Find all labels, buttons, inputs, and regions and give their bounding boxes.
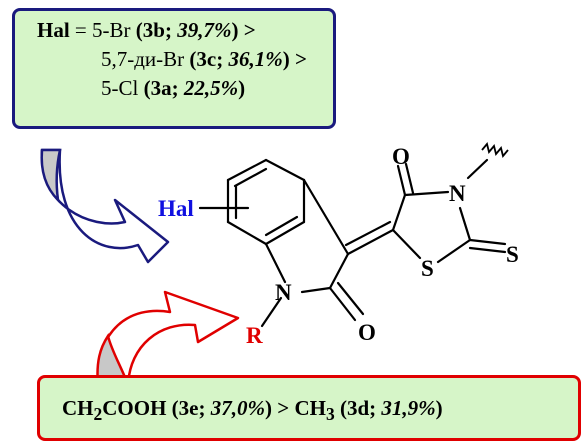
halogen-yield-box: Hal = 5-Br (3b; 39,7%) > 5,7-ди-Br (3c; … (12, 8, 336, 129)
hal-sub-3: 5-Cl (101, 76, 139, 100)
r-sub-1: CH2COOH (62, 396, 167, 425)
hal-row-3: 5-Cl (3a; 22,5%) (101, 76, 246, 100)
r-gt: > (272, 396, 295, 420)
r-yield-1: 37,0% (210, 396, 265, 420)
hal-row-1: Hal = 5-Br (3b; 39,7%) > (37, 18, 256, 42)
r-code-1: 3e (178, 396, 199, 420)
r-substituent-yield-box: CH2COOH (3e; 37,0%) > CH3 (3d; 31,9%) (37, 375, 581, 441)
hal-yield-1: 39,7% (177, 18, 232, 42)
hal-arrow-gray-tail (40, 148, 62, 204)
hal-yield-3: 22,5% (183, 76, 239, 100)
atom-hal: Hal (158, 196, 194, 221)
wavy-bond-icon (481, 142, 509, 158)
bonds (198, 158, 507, 328)
hal-code-2: 3c (196, 47, 217, 71)
r-yield-2: 31,9% (381, 396, 436, 420)
hal-curved-arrow (40, 148, 170, 264)
hal-sep-2: > (289, 47, 307, 71)
atom-o-lactam: O (358, 320, 376, 345)
hal-yield-2: 36,1% (228, 47, 283, 71)
atom-o-thiazolidine: O (392, 144, 410, 169)
r-code-2: 3d (346, 396, 370, 420)
hal-label: Hal (37, 18, 70, 42)
hal-code-3: 3a (150, 76, 172, 100)
hal-row-2: 5,7-ди-Br (3c; 36,1%) > (101, 47, 307, 71)
hal-sep-1: > (238, 18, 256, 42)
r-sub-2: CH3 (294, 396, 335, 425)
hal-eq: = (69, 18, 93, 42)
atom-s-ring: S (421, 256, 434, 281)
atom-n-thiazolidine: N (449, 181, 466, 206)
hal-sub-2: 5,7-ди-Br (101, 47, 185, 71)
hal-sub-1: 5-Br (92, 18, 131, 42)
atom-s-thione: S (506, 242, 519, 267)
atom-r: R (246, 323, 263, 348)
hal-code-1: 3b (142, 18, 165, 42)
atom-n-indoline: N (275, 280, 292, 305)
